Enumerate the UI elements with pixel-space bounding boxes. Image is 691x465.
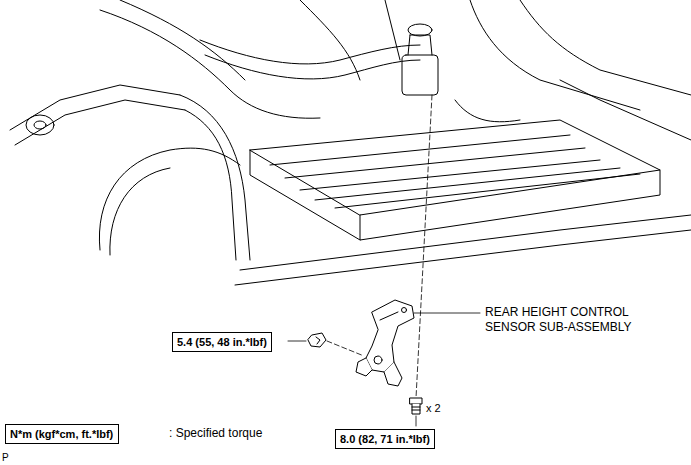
part-name: REAR HEIGHT CONTROL SENSOR SUB-ASSEMBLY xyxy=(485,305,645,335)
page-mark: P xyxy=(2,450,9,465)
quantity-note: x 2 xyxy=(426,401,441,416)
torque-value: N*m (kgf*cm, ft.*lbf) xyxy=(10,427,114,441)
torque-value: 5.4 (55, 48 in.*lbf) xyxy=(177,335,267,349)
legend-note: : Specified torque xyxy=(169,426,262,441)
torque-spec-box: 8.0 (82, 71 in.*lbf) xyxy=(335,429,435,449)
torque-spec-box: 5.4 (55, 48 in.*lbf) xyxy=(172,332,272,352)
torque-unit-legend-box: N*m (kgf*cm, ft.*lbf) xyxy=(5,424,119,444)
torque-value: 8.0 (82, 71 in.*lbf) xyxy=(340,432,430,446)
